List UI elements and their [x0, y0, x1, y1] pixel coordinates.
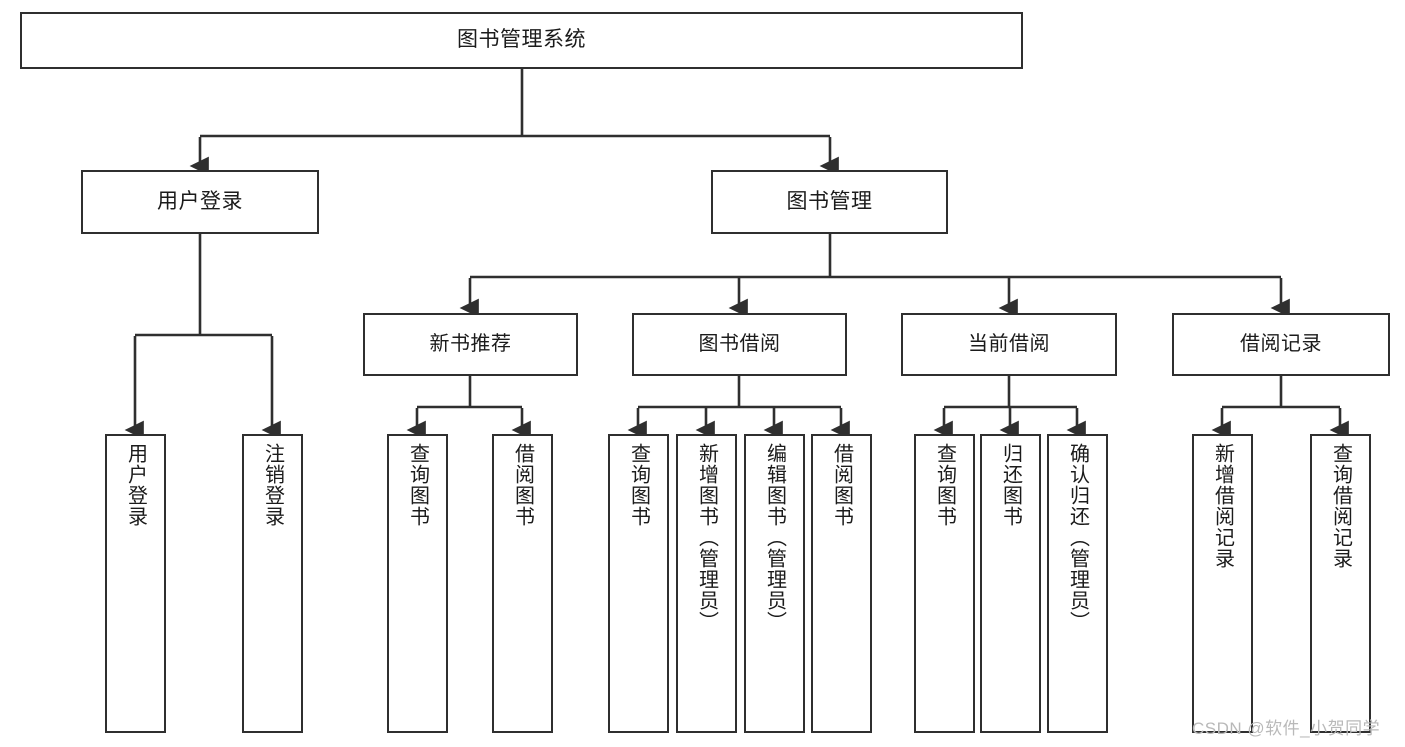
node-root[interactable]: 图书管理系统	[20, 12, 1023, 69]
node-new-book-recommend[interactable]: 新书推荐	[363, 313, 578, 376]
leaf-borrow-book-2-label: 借阅图书	[830, 443, 853, 527]
node-book-manage-label: 图书管理	[786, 189, 873, 213]
leaf-confirm-return-label: 确认归还（管理员）	[1066, 443, 1089, 632]
leaf-query-book-1-label: 查询图书	[406, 443, 429, 527]
node-borrow-record[interactable]: 借阅记录	[1172, 313, 1390, 376]
node-book-borrow-label: 图书借阅	[698, 332, 781, 355]
leaf-edit-book[interactable]: 编辑图书（管理员）	[744, 434, 805, 733]
node-current-borrow[interactable]: 当前借阅	[901, 313, 1117, 376]
node-current-borrow-label: 当前借阅	[968, 332, 1050, 355]
leaf-add-book-label: 新增图书（管理员）	[695, 443, 718, 632]
leaf-borrow-book-2[interactable]: 借阅图书	[811, 434, 872, 733]
leaf-add-record[interactable]: 新增借阅记录	[1192, 434, 1253, 733]
leaf-confirm-return[interactable]: 确认归还（管理员）	[1047, 434, 1108, 733]
leaf-query-book-3-label: 查询图书	[933, 443, 956, 527]
leaf-return-book-label: 归还图书	[999, 443, 1022, 527]
leaf-query-book-1[interactable]: 查询图书	[387, 434, 448, 733]
node-user-login-label: 用户登录	[157, 189, 243, 213]
leaf-user-login[interactable]: 用户登录	[105, 434, 166, 733]
watermark-text: CSDN @软件_小贺同学	[1192, 719, 1381, 738]
leaf-return-book[interactable]: 归还图书	[980, 434, 1041, 733]
leaf-edit-book-label: 编辑图书（管理员）	[763, 443, 786, 632]
leaf-query-book-3[interactable]: 查询图书	[914, 434, 975, 733]
leaf-query-book-2[interactable]: 查询图书	[608, 434, 669, 733]
leaf-user-logout-label: 注销登录	[261, 443, 284, 527]
node-user-login[interactable]: 用户登录	[81, 170, 319, 234]
leaf-query-record[interactable]: 查询借阅记录	[1310, 434, 1371, 733]
node-book-manage[interactable]: 图书管理	[711, 170, 948, 234]
node-book-borrow[interactable]: 图书借阅	[632, 313, 847, 376]
leaf-add-record-label: 新增借阅记录	[1211, 443, 1234, 569]
node-root-label: 图书管理系统	[457, 28, 586, 52]
leaf-borrow-book-1-label: 借阅图书	[511, 443, 534, 527]
leaf-borrow-book-1[interactable]: 借阅图书	[492, 434, 553, 733]
node-borrow-record-label: 借阅记录	[1240, 332, 1322, 355]
leaf-add-book[interactable]: 新增图书（管理员）	[676, 434, 737, 733]
node-new-book-recommend-label: 新书推荐	[429, 332, 512, 355]
leaf-user-login-label: 用户登录	[124, 443, 147, 527]
leaf-query-record-label: 查询借阅记录	[1329, 443, 1352, 569]
leaf-query-book-2-label: 查询图书	[627, 443, 650, 527]
leaf-user-logout[interactable]: 注销登录	[242, 434, 303, 733]
